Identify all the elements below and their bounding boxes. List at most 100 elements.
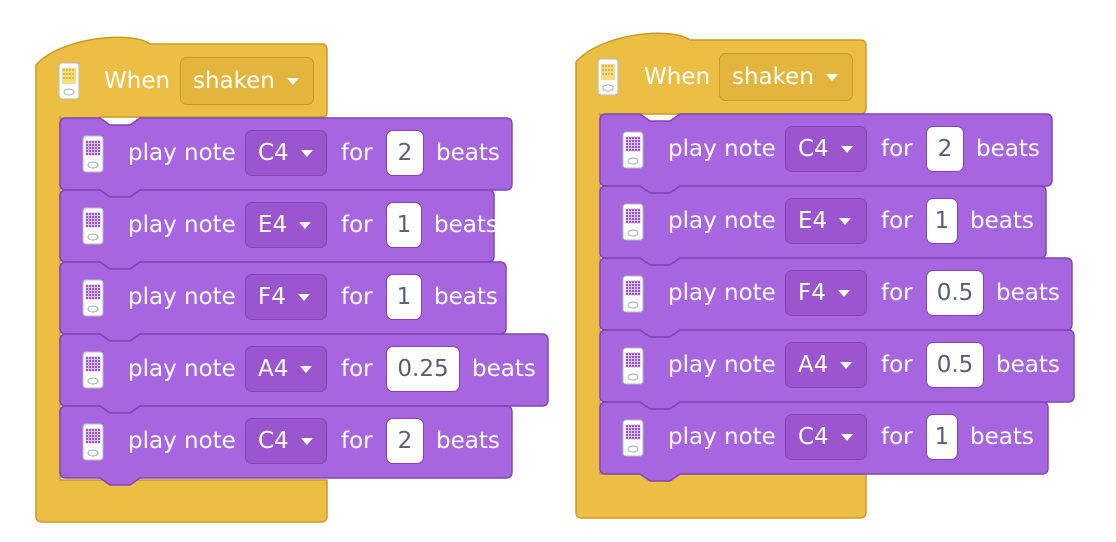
for-label: for: [881, 208, 913, 234]
play-note-block[interactable]: play note A4 for 0.25 beats: [59, 333, 549, 414]
for-label: for: [881, 136, 913, 162]
script-stack-1[interactable]: When shaken play note C4 for 2 beats: [0, 0, 560, 542]
chevron-down-icon: [300, 149, 313, 157]
hat-label: When: [104, 68, 171, 94]
event-dropdown[interactable]: shaken: [719, 53, 853, 101]
beats-input[interactable]: 2: [386, 130, 424, 176]
note-dropdown[interactable]: F4: [785, 270, 867, 316]
beats-label: beats: [996, 280, 1060, 306]
play-note-block[interactable]: play note F4 for 0.5 beats: [599, 257, 1073, 338]
for-label: for: [341, 356, 373, 382]
play-note-label: play note: [128, 428, 236, 454]
play-note-block[interactable]: play note E4 for 1 beats: [59, 189, 498, 270]
event-dropdown-value: shaken: [732, 64, 814, 90]
beats-input[interactable]: 1: [926, 414, 958, 460]
chevron-down-icon: [840, 361, 853, 369]
chevron-down-icon: [840, 433, 853, 441]
hub-device-icon: [58, 62, 80, 100]
for-label: for: [341, 140, 373, 166]
hat-label: When: [644, 64, 711, 90]
beats-label: beats: [970, 424, 1034, 450]
note-dropdown[interactable]: A4: [785, 342, 867, 388]
hub-matrix-icon: [82, 423, 104, 461]
beats-input[interactable]: 0.25: [386, 346, 460, 392]
note-dropdown[interactable]: A4: [245, 346, 327, 392]
play-note-label: play note: [128, 284, 236, 310]
chevron-down-icon: [825, 73, 838, 81]
note-dropdown[interactable]: C4: [785, 414, 867, 460]
note-value: C4: [258, 140, 289, 166]
hub-device-icon: [597, 58, 619, 96]
beats-input[interactable]: 2: [926, 126, 964, 172]
beats-value: 0.25: [397, 356, 449, 382]
for-label: for: [341, 284, 373, 310]
beats-value: 2: [397, 428, 413, 454]
note-dropdown[interactable]: C4: [785, 126, 867, 172]
beats-value: 2: [397, 140, 413, 166]
hub-matrix-icon: [622, 131, 644, 169]
beats-input[interactable]: 0.5: [926, 270, 984, 316]
hub-matrix-icon: [622, 275, 644, 313]
note-dropdown[interactable]: E4: [785, 198, 867, 244]
hub-matrix-icon: [622, 347, 644, 385]
play-note-block[interactable]: play note C4 for 2 beats: [599, 113, 1053, 194]
beats-input[interactable]: 1: [386, 202, 422, 248]
beats-label: beats: [976, 136, 1040, 162]
note-value: C4: [798, 136, 829, 162]
beats-input[interactable]: 1: [926, 198, 958, 244]
for-label: for: [341, 428, 373, 454]
beats-value: 1: [396, 212, 412, 238]
play-note-label: play note: [128, 140, 236, 166]
beats-input[interactable]: 0.5: [926, 342, 984, 388]
note-value: E4: [258, 212, 288, 238]
chevron-down-icon: [300, 365, 313, 373]
beats-value: 1: [396, 284, 412, 310]
note-value: F4: [798, 280, 826, 306]
hub-matrix-icon: [622, 203, 644, 241]
chevron-down-icon: [839, 217, 852, 225]
play-note-block[interactable]: play note A4 for 0.5 beats: [599, 329, 1075, 410]
beats-label: beats: [436, 140, 500, 166]
chevron-down-icon: [286, 77, 299, 85]
for-label: for: [881, 352, 913, 378]
for-label: for: [881, 424, 913, 450]
note-dropdown[interactable]: C4: [245, 130, 327, 176]
beats-label: beats: [434, 284, 498, 310]
note-value: F4: [258, 284, 286, 310]
hub-matrix-icon: [82, 135, 104, 173]
chevron-down-icon: [297, 293, 310, 301]
chevron-down-icon: [837, 289, 850, 297]
beats-value: 0.5: [936, 280, 974, 306]
play-note-label: play note: [668, 136, 776, 162]
play-note-block[interactable]: play note C4 for 2 beats: [59, 405, 513, 486]
chevron-down-icon: [299, 221, 312, 229]
note-dropdown[interactable]: C4: [245, 418, 327, 464]
beats-input[interactable]: 1: [386, 274, 422, 320]
play-note-block[interactable]: play note C4 for 1 beats: [599, 401, 1049, 482]
for-label: for: [341, 212, 373, 238]
note-dropdown[interactable]: E4: [245, 202, 327, 248]
play-note-block[interactable]: play note E4 for 1 beats: [599, 185, 1047, 266]
chevron-down-icon: [840, 145, 853, 153]
note-value: C4: [258, 428, 289, 454]
note-value: A4: [258, 356, 289, 382]
beats-label: beats: [472, 356, 536, 382]
note-value: A4: [798, 352, 829, 378]
event-dropdown[interactable]: shaken: [180, 57, 314, 105]
play-note-label: play note: [668, 280, 776, 306]
chevron-down-icon: [300, 437, 313, 445]
beats-input[interactable]: 2: [386, 418, 424, 464]
play-note-label: play note: [668, 424, 776, 450]
play-note-label: play note: [668, 352, 776, 378]
hub-matrix-icon: [82, 351, 104, 389]
play-note-label: play note: [128, 212, 236, 238]
play-note-label: play note: [128, 356, 236, 382]
hub-matrix-icon: [82, 207, 104, 245]
for-label: for: [881, 280, 913, 306]
play-note-block[interactable]: play note C4 for 2 beats: [59, 117, 513, 198]
note-dropdown[interactable]: F4: [245, 274, 327, 320]
hub-matrix-icon: [82, 279, 104, 317]
play-note-label: play note: [668, 208, 776, 234]
beats-label: beats: [996, 352, 1060, 378]
